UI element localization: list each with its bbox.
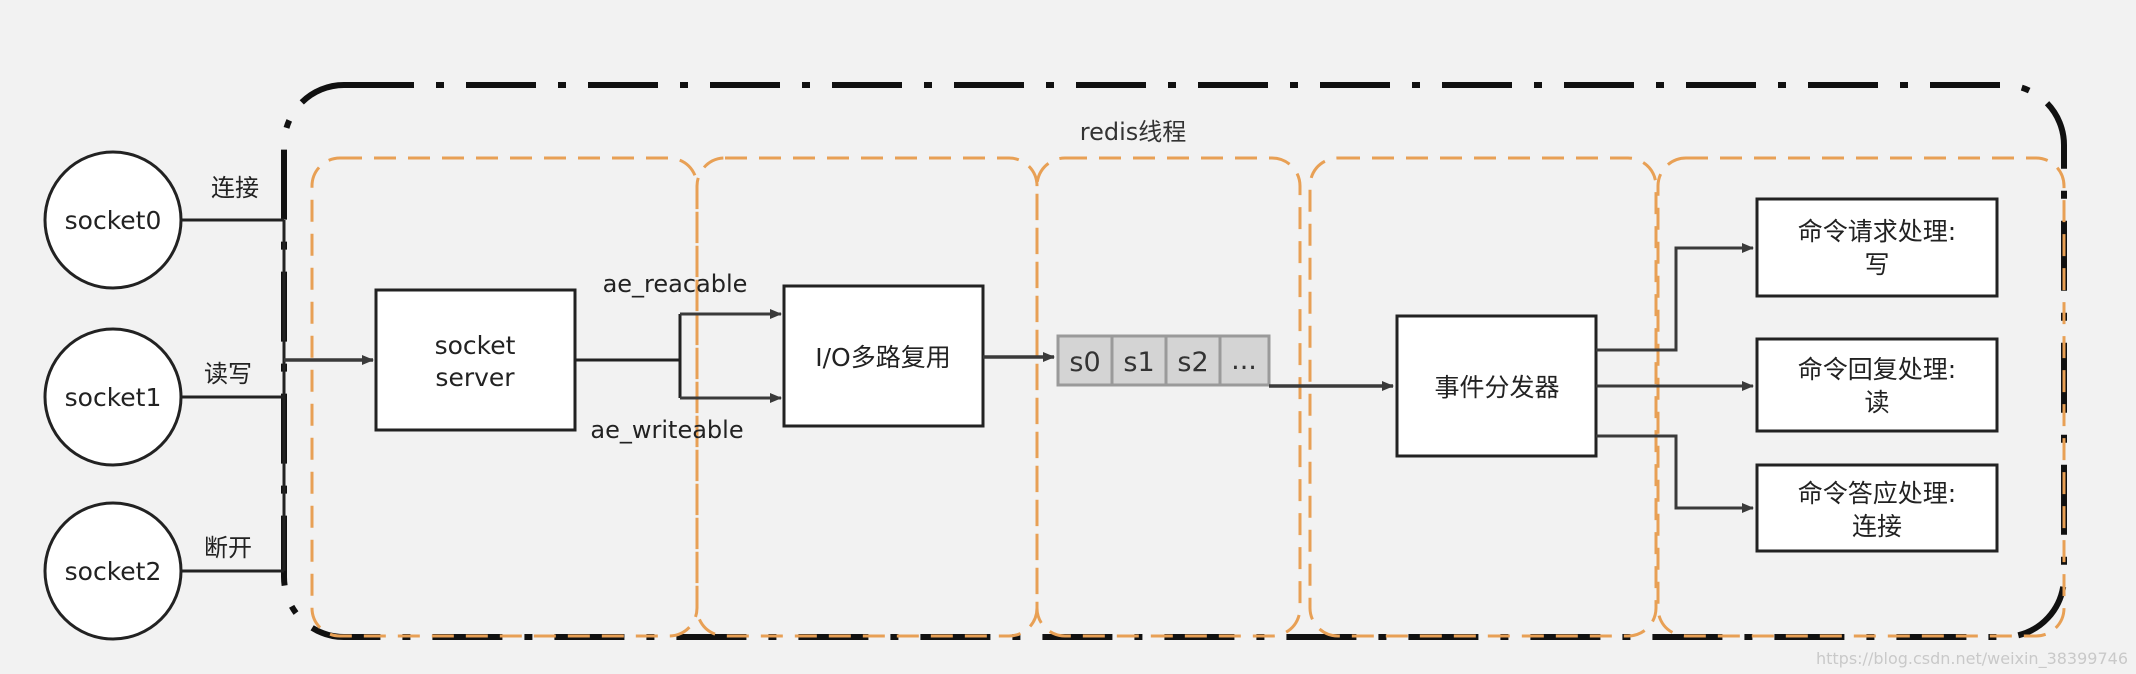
queue-cell-ellipsis	[1218, 334, 1271, 387]
handler-label-accept-line1: 命令答应处理:	[1798, 479, 1956, 508]
queue-cell-s0	[1056, 334, 1114, 387]
handler-node-accept	[1755, 463, 1999, 553]
socket-server-label-line1: socket	[435, 331, 516, 360]
socket-server-label-line2: server	[435, 363, 515, 392]
edge-label-readable: ae_reacable	[603, 270, 748, 298]
queue-cell-s2	[1164, 334, 1222, 387]
client-label-socket0: socket0	[65, 206, 162, 235]
handler-label-request-line2: 写	[1864, 250, 1889, 279]
client-label-socket1: socket1	[65, 383, 162, 412]
stage-group-dispatcher	[1308, 156, 1658, 638]
client-label-socket2: socket2	[65, 557, 162, 586]
dispatcher-label: 事件分发器	[1434, 373, 1559, 402]
socket-server-node	[374, 288, 577, 432]
handler-label-reply-line1: 命令回复处理:	[1798, 355, 1956, 384]
multiplexer-node	[782, 284, 985, 428]
handler-node-request	[1755, 197, 1999, 298]
queue-cell-s1	[1110, 334, 1168, 387]
edge-label-readwrite: 读写	[204, 360, 252, 388]
edge-label-connect: 连接	[211, 174, 259, 202]
edge-dispatcher-to-request	[1596, 243, 1754, 352]
multiplexer-label: I/O多路复用	[815, 343, 950, 372]
queue-label-s2: s2	[1177, 347, 1208, 378]
handler-node-reply	[1755, 337, 1999, 433]
redis-thread-title: redis线程	[1080, 118, 1187, 146]
dispatcher-node	[1395, 314, 1598, 458]
edge-label-writeable: ae_writeable	[590, 416, 743, 444]
queue-label-s1: s1	[1123, 347, 1154, 378]
socket-queue: s0 s1 s2 ...	[1056, 334, 1271, 387]
watermark: https://blog.csdn.net/weixin_38399746	[1816, 649, 2128, 669]
redis-thread-boundary	[281, 82, 2067, 640]
queue-label-ellipsis: ...	[1231, 345, 1257, 376]
handler-label-request-line1: 命令请求处理:	[1798, 217, 1956, 246]
edge-label-disconnect: 断开	[204, 534, 252, 562]
handler-label-accept-line2: 连接	[1852, 512, 1902, 541]
edge-dispatcher-to-accept	[1596, 434, 1754, 513]
queue-label-s0: s0	[1069, 347, 1100, 378]
stage-group-handlers	[1656, 156, 2066, 638]
handler-label-reply-line2: 读	[1864, 388, 1889, 417]
stage-group-queue	[1035, 156, 1302, 638]
